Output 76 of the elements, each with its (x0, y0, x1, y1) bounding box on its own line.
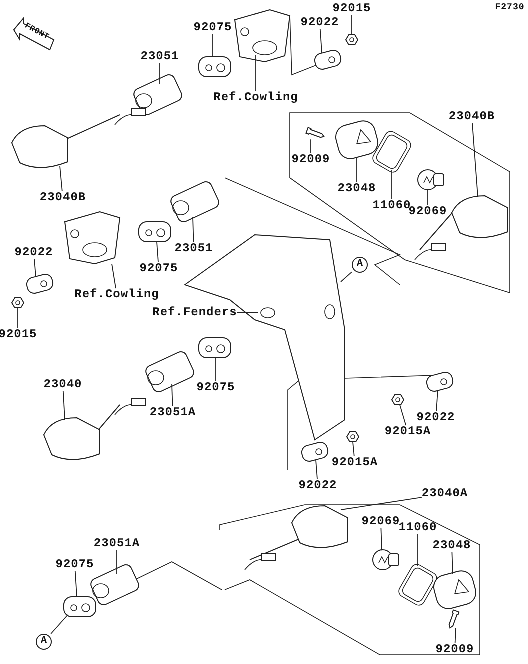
callout-number: 92022 (14, 246, 54, 260)
cowling-bracket-drawing (234, 9, 291, 63)
leader-line (340, 497, 422, 510)
leader-line (34, 259, 36, 278)
callout-number: 92069 (362, 516, 400, 528)
callout-number: Ref.Cowling (74, 288, 160, 302)
callout-number: 92022 (298, 480, 338, 492)
leader-line (436, 390, 438, 412)
callout-number: 92015A (384, 426, 432, 438)
callout-number: 23040B (448, 110, 496, 124)
turn-signal-lamp-drawing (12, 108, 146, 168)
callout-number: 92009 (292, 154, 330, 166)
callout-number: 23051 (174, 242, 214, 256)
callout-number: 23040B (40, 192, 86, 204)
leader-line (316, 460, 318, 480)
leader-line (400, 404, 407, 426)
nut-drawing (11, 298, 25, 308)
leader-line (356, 158, 358, 183)
leader-line (452, 552, 454, 574)
nut-drawing (345, 34, 359, 46)
rubber-grommet-drawing (138, 222, 172, 242)
screw-drawing (448, 610, 460, 629)
reference-marker: A (36, 634, 52, 650)
leader-line (472, 123, 478, 198)
leader-line (172, 384, 174, 407)
callout-number: 92069 (408, 206, 448, 218)
callout-number: 11060 (398, 522, 438, 534)
leader-line (380, 528, 382, 550)
nut-drawing (346, 432, 360, 442)
callout-number: 92075 (140, 262, 178, 276)
turn-signal-lamp-drawing (244, 506, 348, 570)
reference-marker: A (352, 257, 368, 273)
leader-line (116, 550, 118, 574)
callout-number: Ref.Cowling (214, 92, 298, 104)
callout-number: 92075 (196, 382, 236, 394)
leader-line (60, 166, 63, 192)
leader-line (62, 391, 66, 420)
rubber-grommet-drawing (198, 56, 232, 78)
callout-number: 23048 (432, 540, 472, 552)
leader-line (74, 571, 78, 598)
leader-line (454, 628, 456, 644)
callout-number: 92009 (436, 644, 474, 656)
callout-number: 92022 (416, 412, 456, 424)
leader-line (192, 216, 194, 243)
callout-number: 23040 (44, 378, 82, 392)
callout-number: 92075 (56, 558, 94, 572)
leader-line (320, 29, 322, 54)
leader-line (352, 442, 355, 457)
callout-number: 23051 (140, 50, 180, 64)
callout-number: Ref.Fenders (152, 306, 238, 320)
callout-number: 92015 (332, 2, 372, 16)
callout-number: 23051A (150, 406, 196, 420)
gasket-drawing (396, 562, 440, 608)
callout-number: 23048 (338, 182, 376, 196)
leader-line (310, 139, 312, 154)
callout-number: 92075 (194, 22, 232, 34)
callout-number: 23051A (94, 538, 140, 550)
bulb-drawing (418, 170, 444, 190)
rubber-grommet-drawing (64, 596, 96, 618)
callout-number: 23040A (422, 488, 468, 500)
cowling-bracket-drawing (64, 211, 121, 265)
leader-line (156, 242, 159, 263)
nut-drawing (391, 394, 405, 406)
leader-line (236, 312, 258, 314)
callout-number: 92022 (300, 16, 340, 30)
callout-number: 92015A (332, 456, 378, 470)
leader-line (50, 614, 68, 634)
leader-line (340, 272, 352, 282)
rubber-grommet-drawing (198, 338, 232, 358)
bulb-drawing (372, 550, 400, 570)
turn-signal-lamp-drawing (44, 398, 146, 460)
leader-line (212, 34, 214, 58)
screw-drawing (306, 127, 325, 138)
figure-code: F2730 (495, 2, 525, 14)
gasket-drawing (370, 129, 414, 175)
leader-line (112, 264, 116, 289)
